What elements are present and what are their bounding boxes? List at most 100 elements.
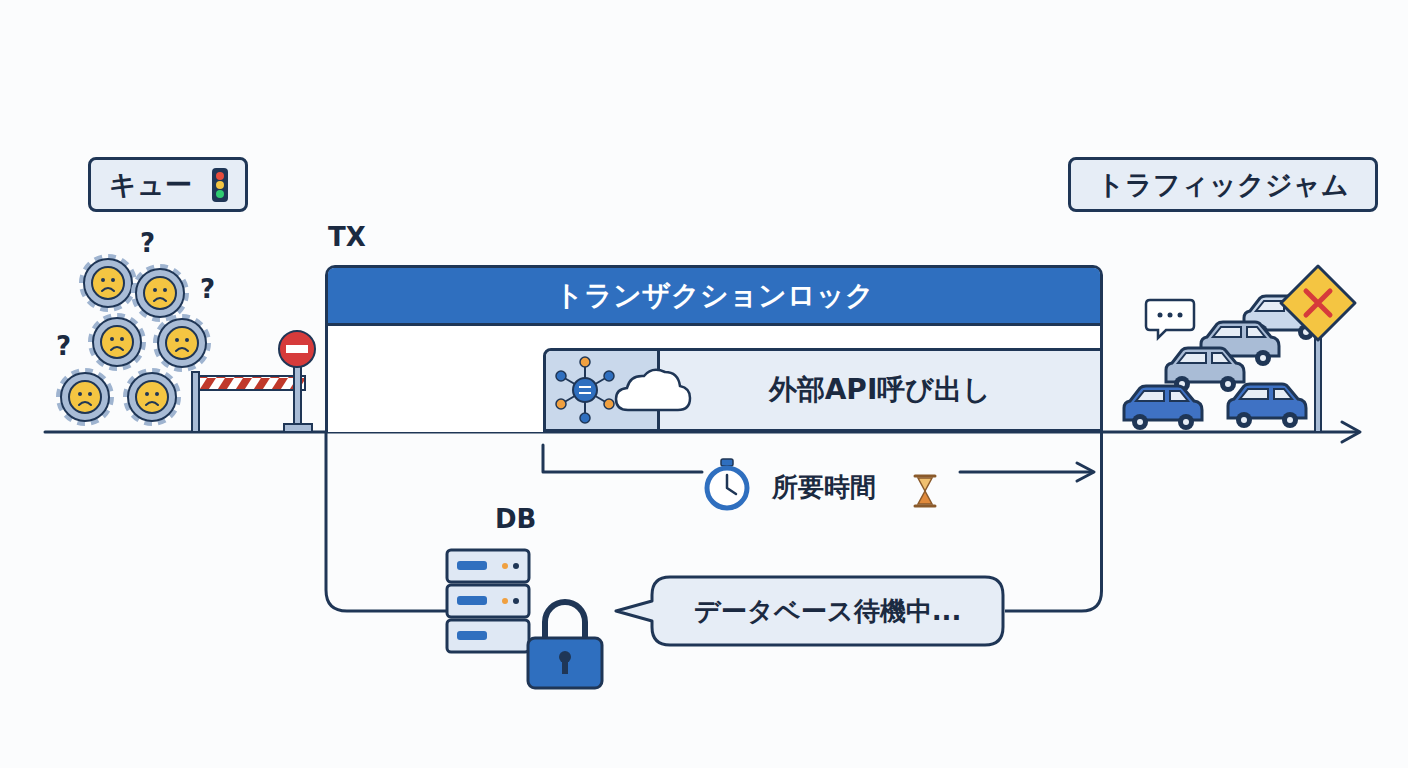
stopwatch-icon	[721, 459, 733, 466]
stuck-gears	[61, 373, 109, 421]
chat-bubble-icon	[1158, 313, 1163, 318]
network-icon	[604, 371, 614, 381]
network-icon	[585, 376, 609, 390]
box-title: トラフィックジャム	[1097, 167, 1349, 203]
database-icon	[513, 563, 519, 569]
network-icon	[556, 399, 566, 409]
stuck-gears	[93, 318, 141, 366]
lock-icon	[559, 651, 571, 663]
duration-bracket	[1077, 463, 1094, 481]
stuck-gears	[61, 259, 206, 421]
label-box: キュー	[88, 157, 248, 212]
cloud-icon	[616, 370, 690, 410]
header-band: トランザクションロック	[328, 268, 1100, 326]
network-icon	[573, 378, 597, 402]
duration-bracket	[960, 471, 1092, 474]
database-icon	[457, 561, 487, 570]
band-title: トランザクションロック	[555, 277, 874, 315]
network-icon	[584, 362, 586, 390]
road-barrier	[279, 331, 315, 367]
lock-icon	[545, 602, 585, 642]
box-title: 外部API呼び出し	[769, 371, 992, 409]
annotation-label: DB	[495, 504, 536, 534]
chat-bubble-icon	[1146, 300, 1194, 338]
warning-sign	[1281, 266, 1355, 432]
label-box: トラフィックジャム	[1068, 157, 1378, 212]
road-barrier	[284, 424, 312, 432]
network-icon	[580, 357, 590, 367]
stuck-gears	[84, 259, 132, 307]
cloud-icon	[616, 370, 690, 410]
connector-line	[1005, 432, 1102, 611]
box-heading: TX	[328, 222, 366, 252]
bubble-text: データベース待機中...	[694, 594, 962, 629]
traffic-light-icon	[212, 168, 228, 202]
road-barrier	[294, 366, 301, 432]
database-icon	[513, 598, 519, 604]
network-icon	[556, 371, 566, 381]
stopwatch-icon	[727, 475, 736, 494]
database-icon	[502, 563, 508, 569]
traffic-cars	[1201, 322, 1279, 366]
stuck-gears	[158, 319, 206, 367]
speech-bubble: データベース待機中...	[650, 575, 1005, 647]
stopwatch-icon	[707, 468, 747, 508]
traffic-light-icon	[212, 168, 228, 202]
traffic-cars	[1166, 348, 1244, 392]
hourglass-icon	[915, 476, 935, 506]
hourglass-icon	[918, 491, 932, 504]
bubble-shape	[616, 577, 1003, 645]
network-icon	[580, 413, 590, 423]
network-icon	[604, 399, 614, 409]
database-icon	[447, 550, 529, 652]
traffic-light-icon	[216, 181, 224, 189]
stopwatch-icon	[707, 459, 747, 508]
annotation-label: ?	[140, 228, 155, 258]
network-icon	[561, 376, 585, 390]
warning-sign	[1281, 266, 1355, 340]
annotation-label: ?	[56, 331, 71, 361]
traffic-cars	[1124, 296, 1322, 430]
icon-panel	[546, 351, 660, 429]
annotation-label: 所要時間	[772, 470, 876, 505]
duration-bracket	[543, 445, 702, 472]
duration-bracket	[543, 445, 1094, 481]
network-icon	[584, 390, 586, 418]
traffic-cars	[1244, 296, 1322, 340]
network-icon	[585, 390, 609, 404]
lock-icon	[528, 602, 602, 688]
traffic-light-icon	[216, 190, 224, 198]
database-icon	[447, 620, 529, 652]
traffic-cars	[1124, 386, 1202, 430]
database-icon	[447, 550, 529, 582]
hourglass-icon	[915, 476, 935, 506]
network-icon	[579, 387, 591, 393]
process-box: 外部API呼び出し	[543, 348, 1103, 432]
road-barrier	[192, 372, 199, 432]
database-icon	[457, 631, 487, 640]
loop-line	[326, 432, 447, 611]
road-barrier	[286, 345, 308, 353]
hourglass-icon	[918, 478, 932, 491]
database-icon	[457, 596, 487, 605]
box-title: キュー	[109, 167, 192, 203]
network-icon	[556, 357, 614, 423]
database-icon	[447, 585, 529, 617]
annotation-label: ?	[200, 274, 215, 304]
lock-icon	[528, 638, 602, 688]
stuck-gears	[136, 269, 184, 317]
loop-line	[326, 432, 447, 611]
chat-bubble-icon	[1146, 300, 1194, 338]
traffic-cars	[1228, 384, 1306, 428]
transaction-box: TXトランザクションロック外部API呼び出し	[325, 265, 1103, 432]
stuck-gears	[128, 373, 176, 421]
road-barrier	[199, 376, 305, 390]
chat-bubble-icon	[1168, 313, 1173, 318]
road-barrier	[192, 331, 315, 432]
database-icon	[502, 598, 508, 604]
traffic-light-icon	[216, 172, 224, 180]
network-icon	[561, 390, 585, 404]
